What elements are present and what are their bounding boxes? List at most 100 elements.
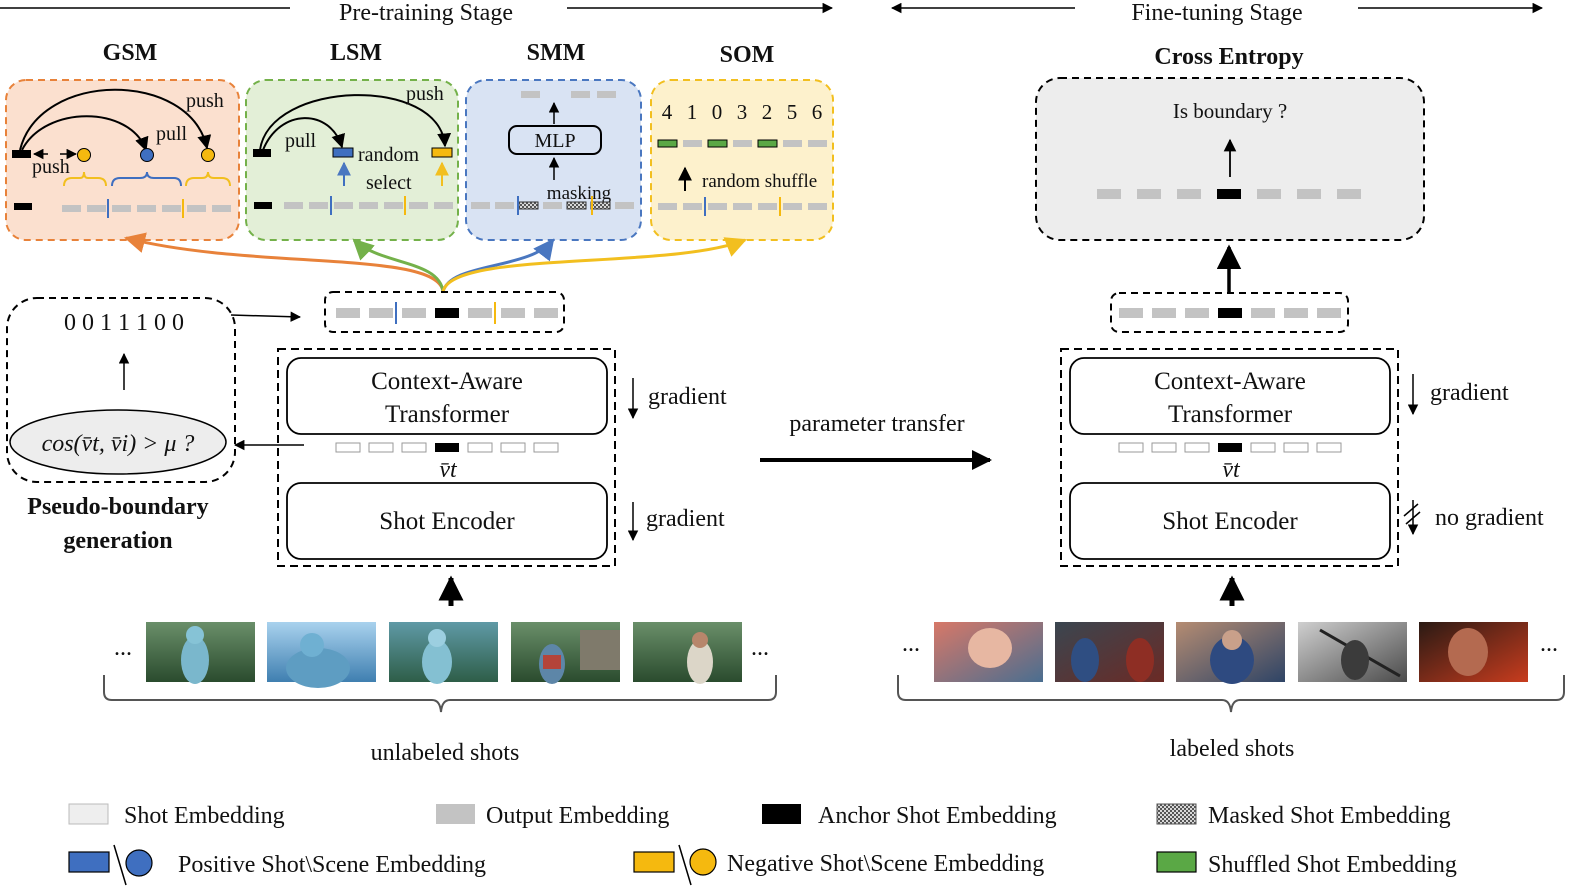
pretrain-transformer-box	[286, 357, 608, 435]
shot-embedding	[1151, 442, 1177, 453]
lsm-anchor-embedding	[254, 202, 272, 209]
arrow-to-som	[441, 237, 747, 293]
legend-item-shuffled: Shuffled Shot Embedding	[1156, 851, 1457, 878]
output-embedding	[87, 205, 106, 212]
shot-thumbnail	[511, 622, 620, 684]
boundary-question: Is boundary ?	[1173, 99, 1287, 123]
legend-item-anchor: Anchor Shot Embedding	[762, 803, 1057, 829]
lsm-anchor-shot	[253, 149, 271, 157]
som-order-number: 2	[762, 100, 773, 124]
gsm-brace	[111, 171, 182, 187]
output-embedding	[783, 203, 802, 210]
lsm-select-label: select	[366, 172, 412, 194]
shuffled-embedding	[757, 139, 778, 148]
smm-output-embedding	[597, 91, 616, 98]
output-embedding	[543, 202, 562, 209]
output-embedding	[808, 203, 827, 210]
pseudo-boundary-module: 0 0 1 1 1 0 0 cos(v̄t, v̄i) > μ ? Pseudo…	[6, 297, 304, 554]
pseudo-caption-line2: generation	[63, 528, 172, 554]
lsm-random-label: random	[358, 144, 420, 166]
legend-swatch-masked	[1156, 803, 1197, 825]
legend-item-negative: Negative Shot\Scene Embedding	[633, 844, 1044, 886]
shot-embedding	[1118, 442, 1144, 453]
pretrain-stage-title: Pre-training Stage	[339, 0, 513, 26]
pretrain-output-row	[336, 302, 558, 324]
finetune-output-box	[1110, 292, 1349, 333]
shot-thumbnail	[633, 622, 742, 684]
som-order-number: 4	[662, 100, 673, 124]
shot-embedding	[1184, 442, 1210, 453]
legend-item-output: Output Embedding	[436, 803, 669, 829]
legend-swatch-positive-shot	[68, 851, 110, 873]
lsm-pull-arc	[262, 117, 345, 151]
output-embedding	[1257, 189, 1281, 199]
output-embedding	[137, 205, 156, 212]
som-order-number: 6	[812, 100, 823, 124]
smm-mlp-label: MLP	[534, 130, 575, 152]
pseudo-to-output-arrow	[230, 311, 302, 322]
shot-embedding	[1283, 442, 1309, 453]
shot-embedding	[368, 442, 394, 453]
output-embedding	[284, 202, 303, 209]
lsm-title: LSM	[330, 40, 382, 66]
ellipsis: ...	[114, 635, 132, 661]
arrow-to-lsm	[352, 238, 445, 293]
smm-output-row	[471, 196, 634, 215]
finetune-model-box	[1060, 348, 1399, 567]
finetune-stage-title: Fine-tuning Stage	[1131, 0, 1302, 26]
gsm-panel: push pull push	[5, 79, 240, 241]
legend-label: Anchor Shot Embedding	[818, 803, 1057, 829]
shot-embedding	[467, 442, 493, 453]
som-order-number: 5	[787, 100, 798, 124]
finetune-transformer-box	[1069, 357, 1391, 435]
output-embedding	[1284, 308, 1308, 318]
pretrain-feature-row	[335, 442, 559, 453]
pseudo-boundary-box	[6, 297, 236, 483]
output-embedding	[808, 140, 827, 147]
anchor-embedding	[435, 308, 459, 318]
gsm-push-label-small: push	[32, 156, 70, 178]
labeled-caption: labeled shots	[1170, 736, 1295, 762]
output-embedding	[501, 308, 525, 318]
anchor-embedding	[1218, 443, 1242, 452]
output-embedding	[683, 140, 702, 147]
shuffled-embedding	[707, 139, 728, 148]
output-embedding	[336, 308, 360, 318]
output-embedding	[733, 203, 752, 210]
pretrain-transformer-label-2: Transformer	[385, 401, 510, 428]
pretrain-transformer-label-1: Context-Aware	[371, 368, 523, 395]
shot-thumbnail	[934, 622, 1043, 682]
output-embedding	[468, 308, 492, 318]
pseudo-condition: cos(v̄t, v̄i) > μ ?	[42, 431, 195, 457]
legend-item-shot: Shot Embedding	[68, 803, 285, 829]
som-panel-box	[650, 79, 834, 241]
legend-divider	[113, 844, 127, 886]
som-order-number: 0	[712, 100, 723, 124]
output-embedding	[683, 203, 702, 210]
legend: Shot Embedding Output Embedding Anchor S…	[68, 803, 1457, 886]
shot-embedding	[500, 442, 526, 453]
masked-embedding	[566, 201, 587, 210]
smm-output-embedding	[571, 91, 590, 98]
legend-label: Shot Embedding	[124, 803, 285, 829]
finetune-encoder-label: Shot Encoder	[1162, 508, 1298, 535]
legend-label: Masked Shot Embedding	[1208, 803, 1451, 829]
lsm-positive-shot	[332, 147, 354, 158]
legend-swatch-output	[436, 804, 475, 824]
finetune-no-gradient-label: no gradient	[1435, 505, 1544, 531]
finetune-vt-label: v̄t	[1222, 457, 1241, 483]
pretrain-vt-label: v̄t	[439, 457, 458, 483]
legend-label: Shuffled Shot Embedding	[1208, 852, 1457, 878]
legend-swatch-shot	[68, 803, 109, 825]
smm-title: SMM	[527, 40, 586, 66]
smm-masking-label: masking	[547, 183, 612, 204]
shot-thumbnail	[1176, 622, 1285, 684]
gsm-anchor-shot	[12, 150, 31, 158]
output-embedding	[359, 202, 378, 209]
pseudo-condition-ellipse	[9, 409, 227, 475]
output-embedding	[471, 202, 490, 209]
gsm-pull-arc	[21, 115, 149, 152]
labeled-shots: ... ... labeled shots	[897, 622, 1565, 762]
legend-item-masked: Masked Shot Embedding	[1156, 803, 1451, 829]
